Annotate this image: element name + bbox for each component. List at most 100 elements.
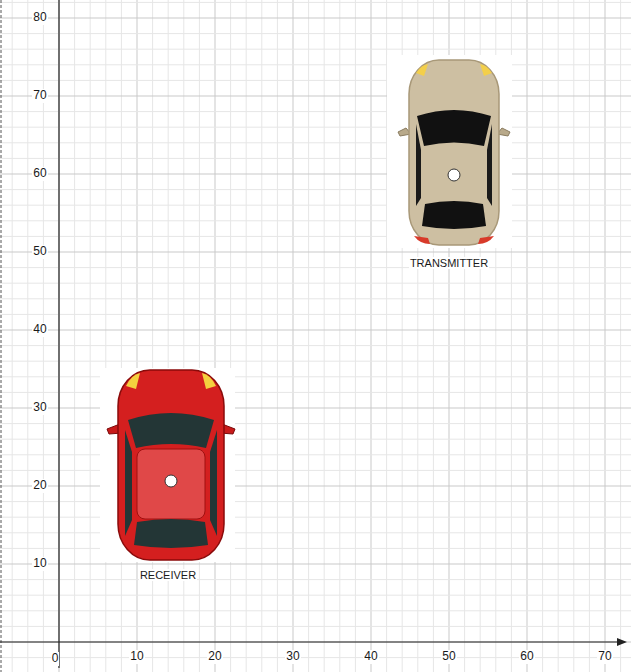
grid-line: [0, 64, 631, 65]
headlight: [416, 64, 428, 76]
x-tick-label: 20: [207, 650, 222, 663]
grid-line: [293, 0, 294, 672]
grid-line: [0, 345, 631, 346]
y-tick-label: 50: [32, 245, 47, 258]
y-tick-label: 20: [32, 479, 47, 492]
car-body: [409, 60, 499, 245]
grid-line: [542, 0, 543, 672]
rear-window: [134, 519, 208, 548]
grid-line: [0, 49, 631, 50]
grid-line: [0, 548, 631, 549]
grid-line: [105, 0, 106, 672]
grid-line: [0, 111, 631, 112]
rear-window: [422, 201, 486, 229]
y-tick-label: 60: [32, 167, 47, 180]
axis-arrowhead: [617, 638, 627, 646]
grid-line: [0, 236, 631, 237]
x-tick-label: 50: [441, 650, 456, 663]
grid-line: [308, 0, 309, 672]
grid-line: [90, 0, 91, 672]
x-tick-label: 10: [129, 650, 144, 663]
grid-line: [558, 0, 559, 672]
y-tick-label: 10: [32, 557, 47, 570]
transmitter-car: [387, 55, 512, 248]
grid-line: [0, 610, 631, 611]
car-body: [118, 370, 224, 560]
receiver-car: [100, 368, 235, 562]
grid-line: [573, 0, 574, 672]
grid-line: [0, 158, 631, 159]
grid-line: [0, 96, 631, 97]
car-label: RECEIVER: [139, 569, 197, 581]
y-axis: [58, 0, 59, 668]
grid-line: [0, 252, 631, 253]
y-tick-label: 40: [32, 323, 47, 336]
grid-line: [0, 564, 631, 565]
taillight: [414, 236, 430, 244]
grid-line: [0, 220, 631, 221]
y-tick-label: 80: [32, 11, 47, 24]
grid-line: [605, 0, 606, 672]
grid-line: [0, 314, 631, 315]
grid-line: [0, 408, 631, 409]
grid-line: [199, 0, 200, 672]
grid-line: [277, 0, 278, 672]
grid-line: [0, 423, 631, 424]
grid-line: [0, 392, 631, 393]
grid-line: [620, 0, 621, 672]
grid-line: [137, 0, 138, 672]
headlight: [480, 64, 492, 76]
grid-line: [0, 376, 631, 377]
grid-line: [12, 0, 13, 672]
grid-line: [27, 0, 28, 672]
position-dot: [448, 169, 460, 181]
x-tick-label: 60: [519, 650, 534, 663]
roof: [137, 449, 205, 519]
windshield: [128, 413, 214, 448]
x-tick-label: 40: [363, 650, 378, 663]
x-tick-label: 70: [597, 650, 612, 663]
grid-line: [339, 0, 340, 672]
grid-line: [0, 470, 631, 471]
headlight: [202, 373, 216, 389]
grid-line: [215, 0, 216, 672]
grid-line: [74, 0, 75, 672]
grid-line: [0, 361, 631, 362]
y-tick-label: 70: [32, 89, 47, 102]
side-window: [210, 430, 217, 536]
grid-line: [59, 0, 60, 672]
grid-line: [0, 330, 631, 331]
grid-line: [0, 267, 631, 268]
grid-line: [0, 486, 631, 487]
grid-line: [0, 205, 631, 206]
grid-line: [0, 517, 631, 518]
grid-line: [230, 0, 231, 672]
grid-line: [0, 439, 631, 440]
grid-line: [0, 626, 631, 627]
car-label: TRANSMITTER: [409, 257, 489, 269]
left-border: [1, 0, 2, 672]
grid-line: [0, 532, 631, 533]
grid-line: [324, 0, 325, 672]
image-ground: [387, 55, 512, 248]
position-dot: [165, 475, 177, 487]
grid-line: [0, 579, 631, 580]
x-tick-label: 30: [285, 650, 300, 663]
grid-line: [0, 298, 631, 299]
grid-line: [0, 33, 631, 34]
x-tick-label: 0: [51, 652, 60, 665]
y-tick-label: 30: [32, 401, 47, 414]
side-window: [125, 430, 132, 536]
grid-line: [121, 0, 122, 672]
grid-line: [527, 0, 528, 672]
grid-line: [589, 0, 590, 672]
grid-line: [355, 0, 356, 672]
grid-line: [0, 283, 631, 284]
grid-line: [0, 657, 631, 658]
grid-line: [0, 595, 631, 596]
grid-line: [0, 80, 631, 81]
